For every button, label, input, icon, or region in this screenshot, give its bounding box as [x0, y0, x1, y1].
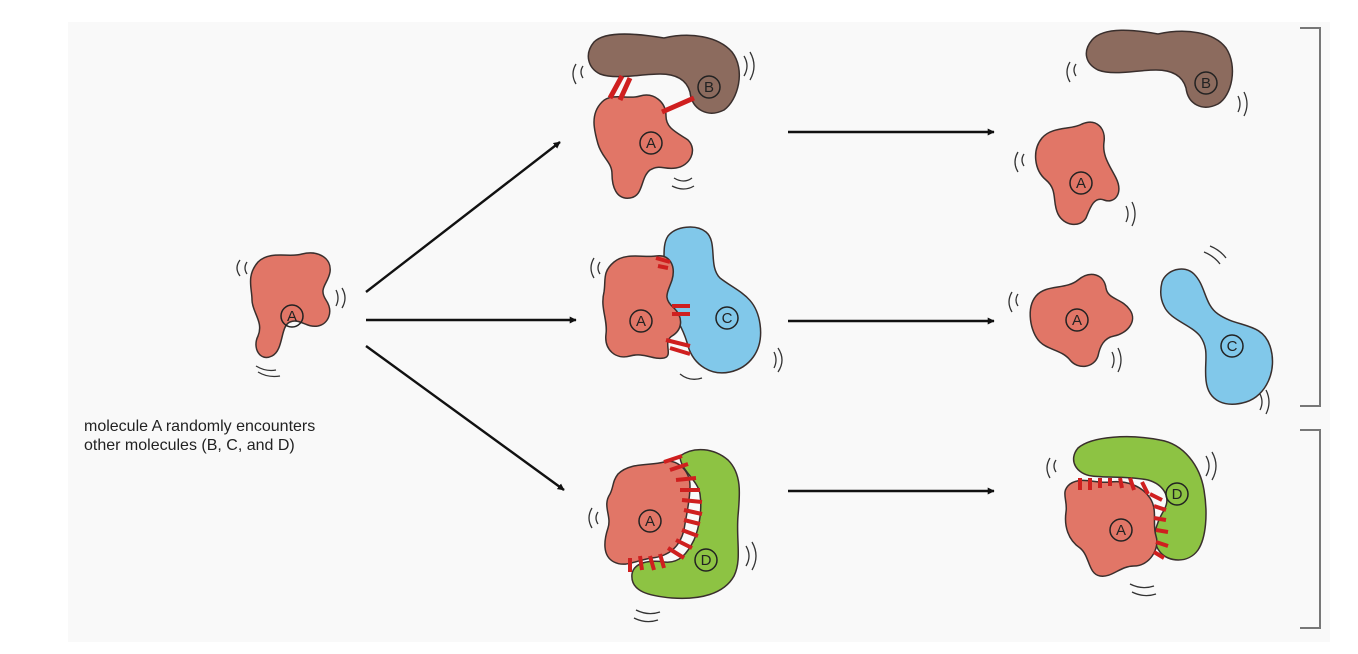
- noncovalent-bonds: [607, 74, 696, 115]
- molecule-d: [1072, 436, 1207, 561]
- complex-ac: C A: [590, 226, 783, 380]
- label-circle-d: [694, 548, 718, 572]
- bracket-strong-binding: [1300, 429, 1321, 629]
- molecule-a: [602, 255, 682, 360]
- molecule-label-a: A: [287, 308, 297, 325]
- complex-ad: D A: [588, 448, 757, 623]
- motion-lines: [590, 257, 783, 380]
- motion-lines: [1008, 291, 1122, 373]
- label-circle-a: [1109, 518, 1133, 542]
- arrow-to-ab: [365, 141, 561, 293]
- molecule-label-a: A: [646, 135, 656, 152]
- complex-ab: B A: [572, 33, 755, 199]
- label-circle-d: [1165, 482, 1189, 506]
- motion-lines: [1203, 245, 1270, 415]
- molecule-label-b: B: [1201, 75, 1211, 92]
- bracket-weak-binding: [1300, 27, 1321, 407]
- label-circle-a: [638, 509, 662, 533]
- dissociated-c: C: [1159, 245, 1274, 415]
- noncovalent-bonds: [655, 256, 691, 356]
- molecule-label-a: A: [1076, 175, 1086, 192]
- dissociated-b: B: [1066, 29, 1248, 117]
- molecule-d: [631, 448, 741, 600]
- label-circle-a: [1065, 308, 1089, 332]
- label-circle-a: [1069, 171, 1093, 195]
- motion-lines: [1066, 61, 1248, 117]
- label-circle-c: [715, 306, 739, 330]
- motion-lines: [1014, 151, 1136, 227]
- molecule-label-a: A: [1072, 312, 1082, 329]
- arrow-to-ad: [365, 345, 565, 491]
- molecule-label-c: C: [1227, 338, 1238, 355]
- diagram-caption: molecule A randomly encounters other mol…: [84, 417, 464, 455]
- molecule-label-a: A: [645, 513, 655, 530]
- caption-line-1: molecule A randomly encounters: [84, 418, 316, 435]
- noncovalent-bonds: [628, 454, 703, 572]
- label-circle-a: [639, 131, 663, 155]
- caption-line-2: other molecules (B, C, and D): [84, 437, 295, 454]
- noncovalent-bonds: [1078, 477, 1169, 560]
- molecule-label-a: A: [1116, 522, 1126, 539]
- motion-lines: [236, 259, 346, 378]
- motion-lines: [1046, 451, 1217, 597]
- label-circle-a: [280, 304, 304, 328]
- molecule-a: [1029, 273, 1134, 368]
- motion-lines: [572, 51, 755, 190]
- label-circle-a: [629, 309, 653, 333]
- motion-lines: [588, 507, 757, 623]
- molecule-label-d: D: [701, 552, 712, 569]
- dissociated-a-row2: A: [1008, 273, 1134, 373]
- molecule-c: [1159, 268, 1274, 405]
- dissociated-a-row1: A: [1014, 121, 1136, 227]
- molecule-a-initial: A: [236, 252, 346, 378]
- molecule-label-c: C: [722, 310, 733, 327]
- molecule-label-d: D: [1172, 486, 1183, 503]
- molecule-label-b: B: [704, 79, 714, 96]
- molecule-a: [593, 94, 694, 199]
- bound-complex-ad: D A: [1046, 436, 1217, 597]
- molecule-label-a: A: [636, 313, 646, 330]
- label-circle-c: [1220, 334, 1244, 358]
- label-circle-b: [697, 75, 721, 99]
- label-circle-b: [1194, 71, 1218, 95]
- molecule-b: [587, 33, 741, 114]
